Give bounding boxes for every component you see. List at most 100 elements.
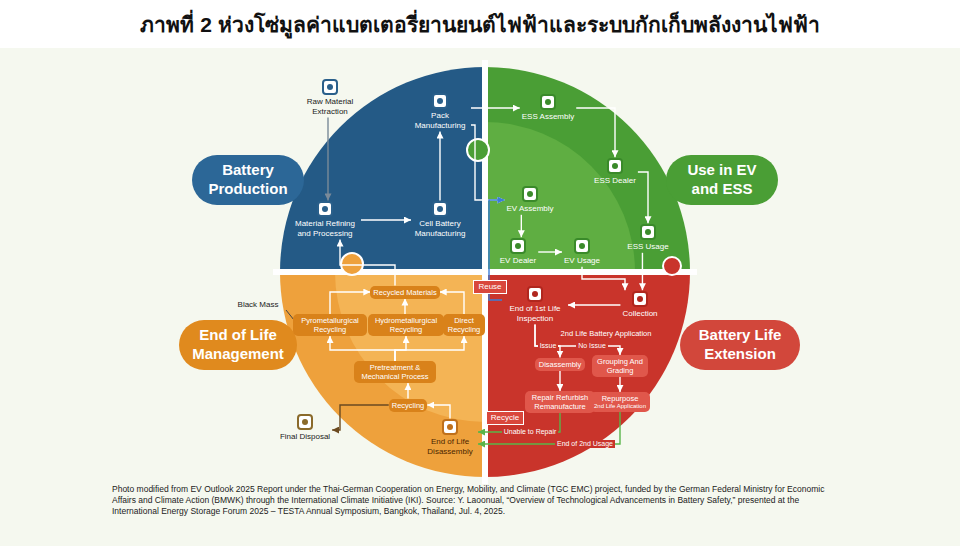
icon-mark — [437, 98, 443, 104]
flow-arrow — [404, 299, 405, 315]
section-pill: Battery Life Extension — [680, 320, 800, 370]
flow-arrow — [327, 118, 328, 201]
use-quadrant — [485, 67, 690, 272]
process-step: Pack Manufacturing — [409, 92, 471, 131]
flow-arrow — [576, 108, 615, 157]
process-box: Pyrometallurgical Recycling — [293, 314, 367, 336]
flow-arrow — [330, 336, 395, 361]
output-label: Black Mass — [238, 300, 279, 310]
process-step: Raw Material Extraction — [295, 78, 365, 117]
flow-arrow — [619, 377, 620, 392]
end-of-life-inner-band — [335, 272, 485, 422]
node-text: ESS Dealer — [594, 176, 636, 186]
flow-arrow — [538, 251, 562, 252]
source-caption: Photo modified from EV Outlook 2025 Repo… — [112, 484, 848, 517]
extension-quadrant — [485, 272, 690, 477]
flow-arrow — [361, 219, 411, 220]
section-pill: Battery Production — [192, 155, 304, 205]
node-text: End of 1st Life Inspection — [504, 304, 566, 323]
process-box: Pretreatment & Mechanical Process — [354, 361, 436, 383]
node-text: Hydrometallurgical Recycling — [371, 316, 441, 334]
flow-arrow — [471, 125, 504, 200]
edge-label: Issue — [538, 342, 559, 350]
flow-arrow — [559, 371, 560, 392]
node-text: Pack Manufacturing — [411, 111, 469, 130]
flow-arrow — [407, 383, 408, 399]
node-icon — [607, 158, 623, 174]
node-icon — [574, 238, 590, 254]
node-text: Raw Material Extraction — [297, 97, 363, 116]
node-icon — [527, 286, 543, 302]
process-step: EV Dealer — [498, 237, 538, 267]
node-text: Direct Recycling — [446, 316, 482, 334]
process-box: Repair Refurbish Remanufacture — [525, 391, 595, 413]
process-step: End of Life Disassembly — [422, 418, 478, 457]
node-icon — [322, 79, 338, 95]
puzzle-tab — [341, 253, 363, 275]
quadrant-gap — [273, 269, 697, 275]
section-pill: End of Life Management — [179, 320, 297, 370]
node-text: Battery Production — [204, 161, 292, 199]
annotation-text: 2nd Life Battery Application — [561, 329, 652, 338]
process-step: Material Refining and Processing — [289, 200, 361, 239]
flow-tag: Recycle — [486, 411, 524, 425]
node-text: Cell Battery Manufacturing — [413, 219, 467, 238]
node-text: Disassembly — [539, 360, 582, 369]
flow-arrow — [440, 292, 464, 314]
node-icon — [522, 186, 538, 202]
icon-mark — [532, 291, 538, 297]
icon-mark — [437, 206, 443, 212]
icon-mark — [327, 84, 333, 90]
title-band — [0, 0, 960, 48]
node-icon — [432, 93, 448, 109]
node-text: EV Dealer — [500, 256, 536, 266]
node-icon — [640, 224, 656, 240]
flow-arrow — [582, 267, 625, 290]
flow-arrow — [521, 215, 522, 237]
node-text: Repurpose — [594, 394, 646, 403]
process-step: End of 1st Life Inspection — [502, 285, 568, 324]
node-text: Final Disposal — [280, 432, 330, 442]
node-text: Pyrometallurgical Recycling — [296, 316, 364, 334]
flow-arrow — [642, 253, 643, 290]
process-step: Final Disposal — [278, 413, 332, 443]
flow-arrow — [427, 405, 450, 418]
node-text: EV Assembly — [506, 204, 553, 214]
edge-label: No Issue — [576, 342, 608, 350]
flow-arrow — [439, 132, 440, 201]
process-box: Hydrometallurgical Recycling — [368, 314, 444, 336]
node-text: Battery Life Extension — [692, 326, 788, 364]
node-icon — [510, 238, 526, 254]
puzzle-tab — [467, 139, 489, 161]
flow-arrow — [535, 325, 560, 358]
node-text: Pretreatment & Mechanical Process — [357, 363, 433, 381]
edge-label: End of 2nd Usage — [555, 440, 615, 448]
flow-arrow — [330, 292, 370, 314]
flow-arrow — [471, 107, 520, 108]
process-step: ESS Assembly — [520, 93, 576, 123]
process-step: EV Assembly — [504, 185, 555, 215]
flow-arrow — [340, 240, 395, 286]
process-step: ESS Dealer — [592, 157, 638, 187]
node-text: Collection — [622, 309, 657, 319]
figure-title: ภาพที่ 2 ห่วงโซ่มูลค่าแบตเตอรี่ยานยนต์ไฟ… — [134, 8, 825, 41]
node-icon — [317, 201, 333, 217]
flow-arrow — [332, 405, 389, 430]
flow-arrow — [395, 336, 464, 361]
node-text: 2nd Life Application — [594, 403, 646, 410]
icon-mark — [637, 296, 643, 302]
node-text: Recycled Materials — [373, 288, 436, 297]
node-text: EV Usage — [564, 256, 600, 266]
node-text: End of Life Management — [191, 326, 285, 364]
icon-mark — [579, 243, 585, 249]
node-text: End of Life Disassembly — [424, 437, 476, 456]
process-box: Direct Recycling — [443, 314, 485, 336]
section-pill: Use in EV and ESS — [666, 155, 778, 205]
puzzle-tab — [663, 257, 681, 275]
node-icon — [432, 201, 448, 217]
icon-mark — [545, 99, 551, 105]
production-quadrant — [280, 67, 485, 272]
icon-mark — [515, 243, 521, 249]
node-text: ESS Assembly — [522, 112, 574, 122]
